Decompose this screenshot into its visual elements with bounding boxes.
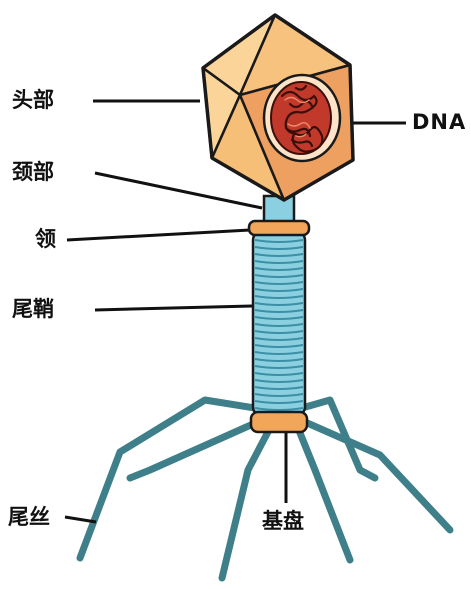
label-dna: DNA [412,112,466,133]
pointer-collar [67,230,250,240]
tail-fiber [80,400,255,558]
label-head: 头部 [12,90,54,111]
pointer-sheath [95,306,252,310]
pointer-neck [95,173,262,208]
collar [249,221,309,235]
label-tail-fibers: 尾丝 [8,507,50,528]
label-collar: 领 [35,229,56,250]
dna-bundle [264,75,340,161]
label-sheath: 尾鞘 [12,299,54,320]
label-base-plate: 基盘 [262,511,304,532]
base-plate [251,412,307,432]
tail-fiber [298,428,350,560]
tail-fiber [222,428,270,578]
label-neck: 颈部 [12,162,54,183]
tail-sheath [253,232,305,415]
tail-fiber [130,420,262,478]
neck [264,196,294,222]
